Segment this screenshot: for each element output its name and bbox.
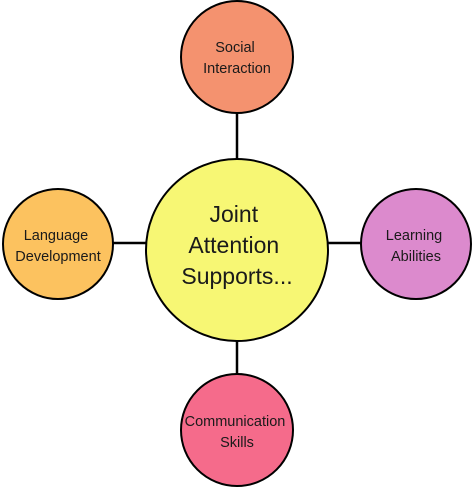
- node-left-line-2: Development: [15, 249, 100, 265]
- node-bottom-label: Communication Skills: [185, 414, 290, 451]
- node-communication-skills: Communication Skills: [180, 373, 294, 487]
- node-right-circle: [360, 188, 472, 300]
- node-language-development: Language Development: [2, 188, 114, 300]
- center-line-3: Supports...: [181, 263, 292, 289]
- node-top-line-1: Social: [215, 40, 255, 56]
- node-left-circle: [2, 188, 114, 300]
- center-label: Joint Attention Supports...: [181, 201, 292, 289]
- node-top-circle: [180, 0, 294, 114]
- node-learning-abilities: Learning Abilities: [360, 188, 472, 300]
- node-joint-attention-center: Joint Attention Supports...: [145, 158, 329, 342]
- node-top-line-2: Interaction: [203, 61, 271, 77]
- center-line-2: Attention: [188, 232, 279, 258]
- node-right-line-2: Abilities: [391, 249, 441, 265]
- node-bottom-line-1: Communication: [185, 414, 286, 430]
- node-social-interaction: Social Interaction: [180, 0, 294, 114]
- node-right-line-1: Learning: [386, 228, 442, 244]
- center-circle: [145, 158, 329, 342]
- node-bottom-circle: [180, 373, 294, 487]
- node-bottom-line-2: Skills: [220, 435, 254, 451]
- center-line-1: Joint: [210, 201, 259, 227]
- node-left-line-1: Language: [24, 228, 89, 244]
- node-top-label: Social Interaction: [203, 40, 271, 77]
- node-left-label: Language Development: [15, 228, 100, 265]
- node-right-label: Learning Abilities: [386, 228, 446, 265]
